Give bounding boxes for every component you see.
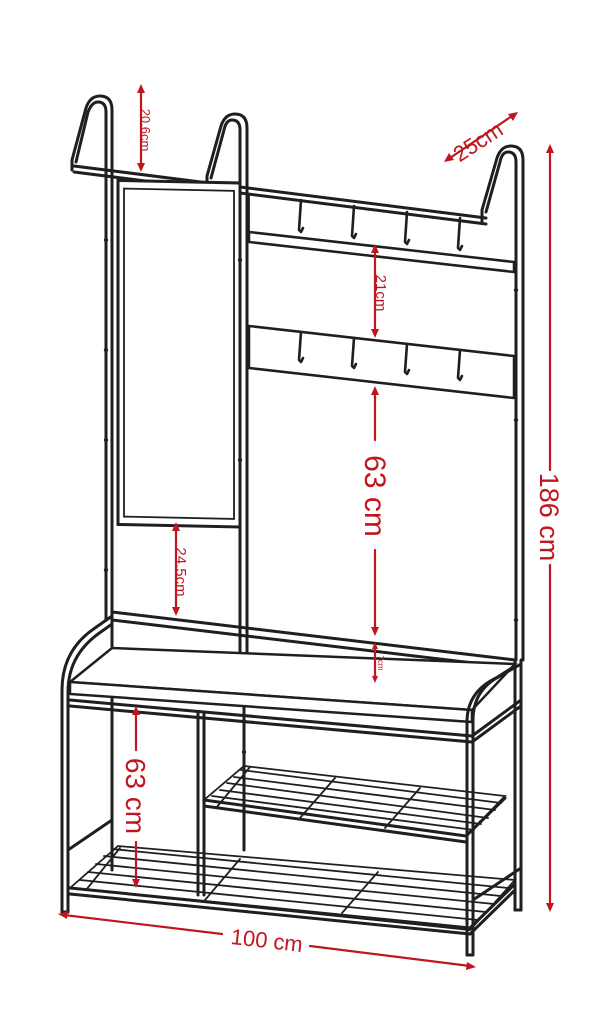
frame-screws [103,237,519,755]
dimension-mirror-to-bench: 24.5cm [172,522,189,616]
dimension-top-rail-height: 20.6cm [137,84,153,172]
dim-label-depth: 25cm [449,117,508,167]
dimension-bench-height: 63 cm [120,706,151,888]
bench-seat [60,614,523,957]
dim-label-hook-to-bench: 63 cm [358,455,391,537]
middle-shoe-shelf [201,765,507,844]
dim-label-hook-spacing: 21cm [372,275,389,312]
bottom-shoe-shelf [66,818,523,936]
back-rails [110,610,517,670]
dim-label-bench-height: 63 cm [120,758,151,834]
dim-label-bench-thickness: 7cm [376,655,385,670]
lower-hooks [297,330,464,382]
mirror [116,178,242,529]
dim-label-mirror-to-bench: 24.5cm [172,547,189,596]
dim-label-top-rail-height: 20.6cm [138,109,153,152]
dim-label-width: 100 cm [230,924,305,957]
upper-hooks [297,198,464,252]
dimension-depth: 25cm [444,112,518,167]
dimension-bench-thickness: 7cm [372,642,385,683]
dim-label-total-height: 186 cm [534,473,564,562]
lower-hook-panel [247,324,516,400]
dimension-hook-spacing: 21cm [371,244,389,338]
dimension-hook-to-bench: 63 cm [358,386,391,636]
dimension-total-height: 186 cm [534,144,564,912]
dimension-width: 100 cm [58,911,476,970]
upper-hook-panel [247,195,516,274]
